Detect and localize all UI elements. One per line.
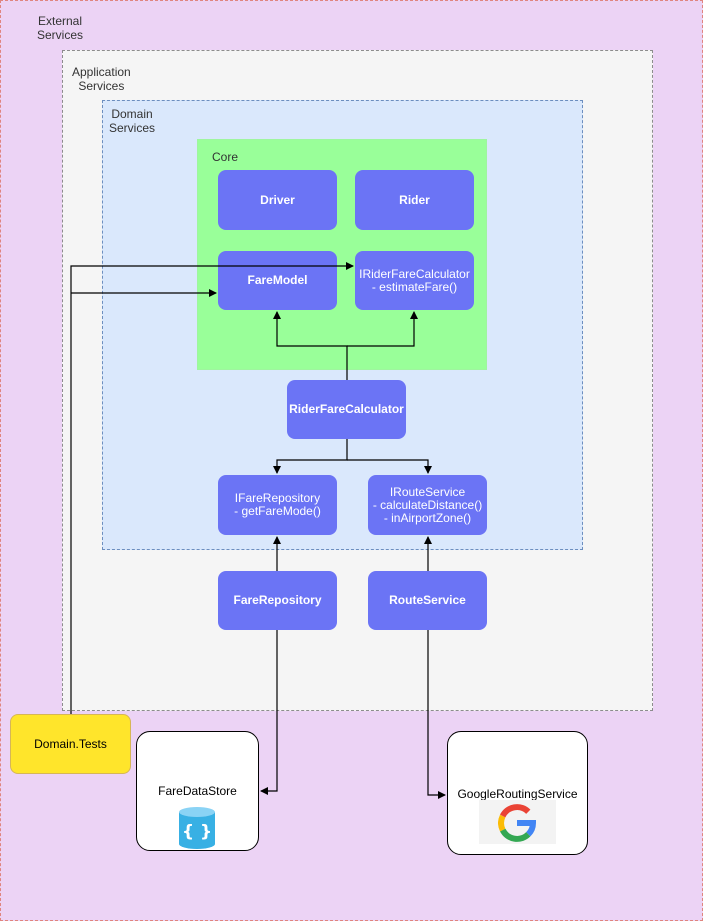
rider-fare-calculator-node[interactable]: RiderFareCalculator	[287, 380, 406, 439]
connector-calculator-to-iroutesservice	[347, 459, 432, 474]
fare-data-store-label: FareDataStore	[158, 784, 237, 798]
google-routing-service-label: GoogleRoutingService	[457, 787, 578, 801]
google-routing-service-box[interactable]: GoogleRoutingService	[447, 731, 588, 855]
route-service-node[interactable]: RouteService	[368, 571, 487, 630]
connector-routeservice-to-google	[427, 630, 446, 799]
application-services-label: Application Services	[72, 65, 131, 93]
connector-calculator-to-iriderfarecalculator	[347, 311, 418, 347]
connector-farerepository-to-datastore	[260, 630, 278, 795]
connector-calculator-to-ifarerepository	[273, 439, 348, 474]
rider-fare-calculator-interface-node[interactable]: IRiderFareCalculator - estimateFare()	[355, 251, 474, 310]
route-service-interface-node[interactable]: IRouteService - calculateDistance() - in…	[368, 475, 487, 535]
external-services-label: External Services	[37, 14, 84, 42]
fare-data-store-box[interactable]: FareDataStore { }	[136, 731, 259, 851]
domain-services-label: Domain Services	[109, 107, 156, 135]
core-label: Core	[212, 150, 239, 164]
fare-repository-interface-node[interactable]: IFareRepository - getFareMode()	[218, 475, 337, 535]
rider-node[interactable]: Rider	[355, 170, 474, 230]
fare-repository-node[interactable]: FareRepository	[218, 571, 337, 630]
driver-node[interactable]: Driver	[218, 170, 337, 230]
connector-calculator-to-faremodel	[273, 311, 348, 380]
database-icon: { }	[179, 807, 215, 849]
google-logo-icon	[498, 804, 536, 842]
domain-tests-node[interactable]: Domain.Tests	[10, 714, 131, 774]
connector-tests-to-iriderfarecalculator	[70, 262, 354, 714]
fare-model-node[interactable]: FareModel	[218, 251, 337, 310]
svg-text:{ }: { }	[182, 822, 212, 842]
